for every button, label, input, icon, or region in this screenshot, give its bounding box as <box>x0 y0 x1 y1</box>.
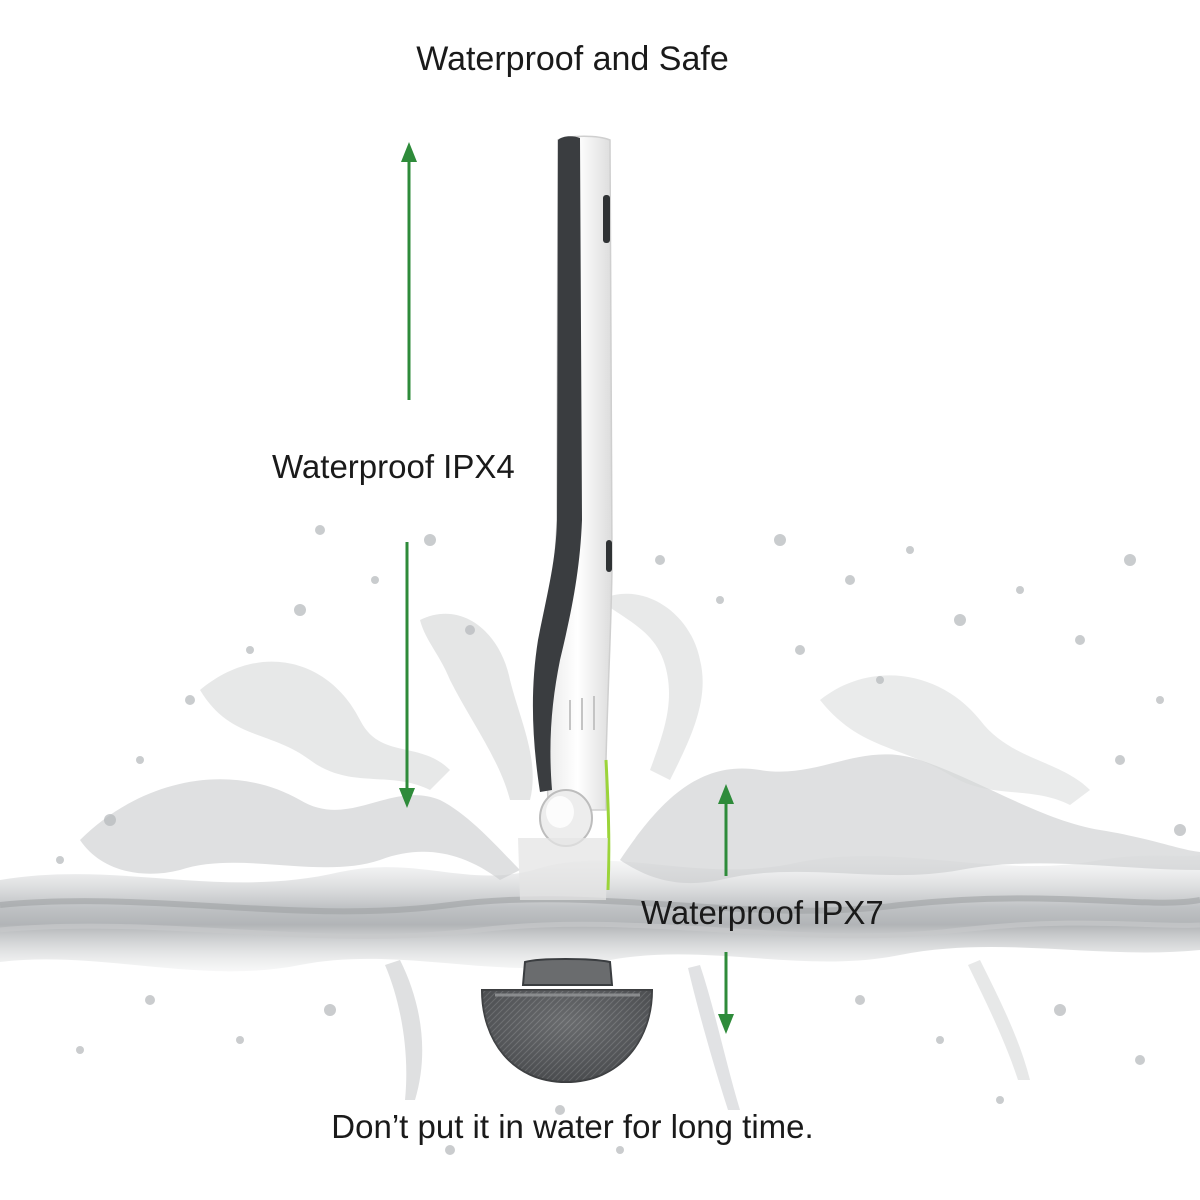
toilet-brush <box>480 135 654 1084</box>
arrow-up-icon <box>401 142 417 400</box>
arrow-down-icon <box>718 952 734 1034</box>
ipx4-label: Waterproof IPX4 <box>272 448 515 485</box>
arrow-down-icon <box>399 542 415 808</box>
page-title: Waterproof and Safe <box>416 40 729 78</box>
ipx7-label: Waterproof IPX7 <box>641 894 884 931</box>
arrow-up-icon <box>718 784 734 876</box>
water-splash <box>0 525 1200 1155</box>
warning-caption: Don’t put it in water for long time. <box>331 1108 814 1145</box>
